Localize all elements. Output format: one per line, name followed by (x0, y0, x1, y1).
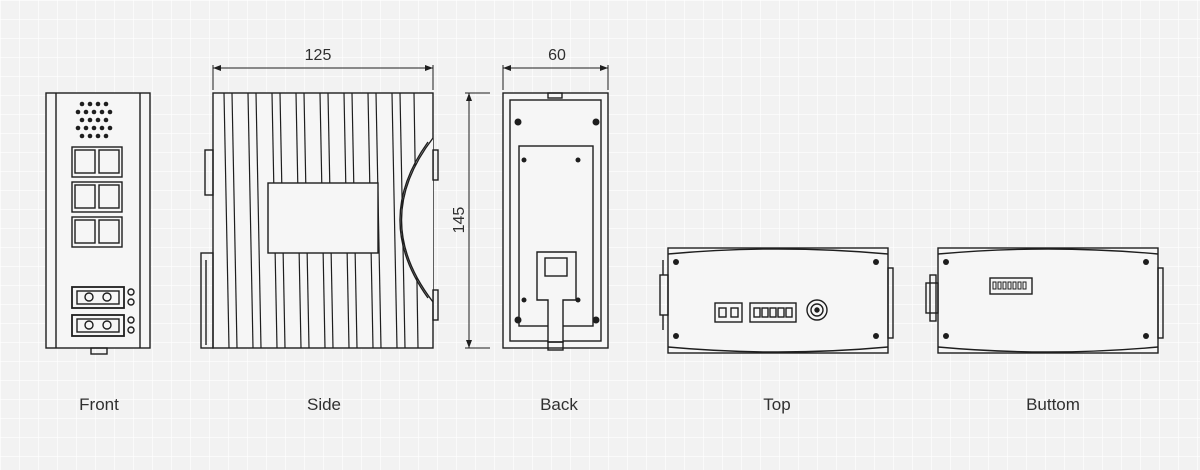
depth-dimension-label: 60 (548, 47, 566, 64)
top-view (659, 247, 894, 354)
screws (514, 118, 600, 324)
rj45-ports (71, 146, 123, 248)
fiber-ports (71, 286, 135, 337)
bottom-view-label: Buttom (1026, 395, 1080, 414)
bottom-view (925, 247, 1164, 354)
dc-jack (806, 299, 828, 321)
top-view-label: Top (763, 395, 790, 414)
width-dimension-label: 125 (305, 47, 332, 64)
height-dimension (465, 92, 490, 349)
side-view-label: Side (307, 395, 341, 414)
height-dimension-label: 145 (451, 207, 468, 234)
terminal-block-5pin (749, 302, 797, 323)
dip-switch-levers (992, 281, 1027, 290)
vent-holes (75, 101, 113, 139)
front-view-label: Front (79, 395, 119, 414)
front-view (45, 92, 151, 355)
dip-switch (989, 277, 1033, 295)
label-plate (267, 182, 379, 254)
power-terminal-2pin (714, 302, 743, 323)
back-view-label: Back (540, 395, 578, 414)
back-view (502, 65, 609, 351)
side-view (200, 65, 439, 349)
